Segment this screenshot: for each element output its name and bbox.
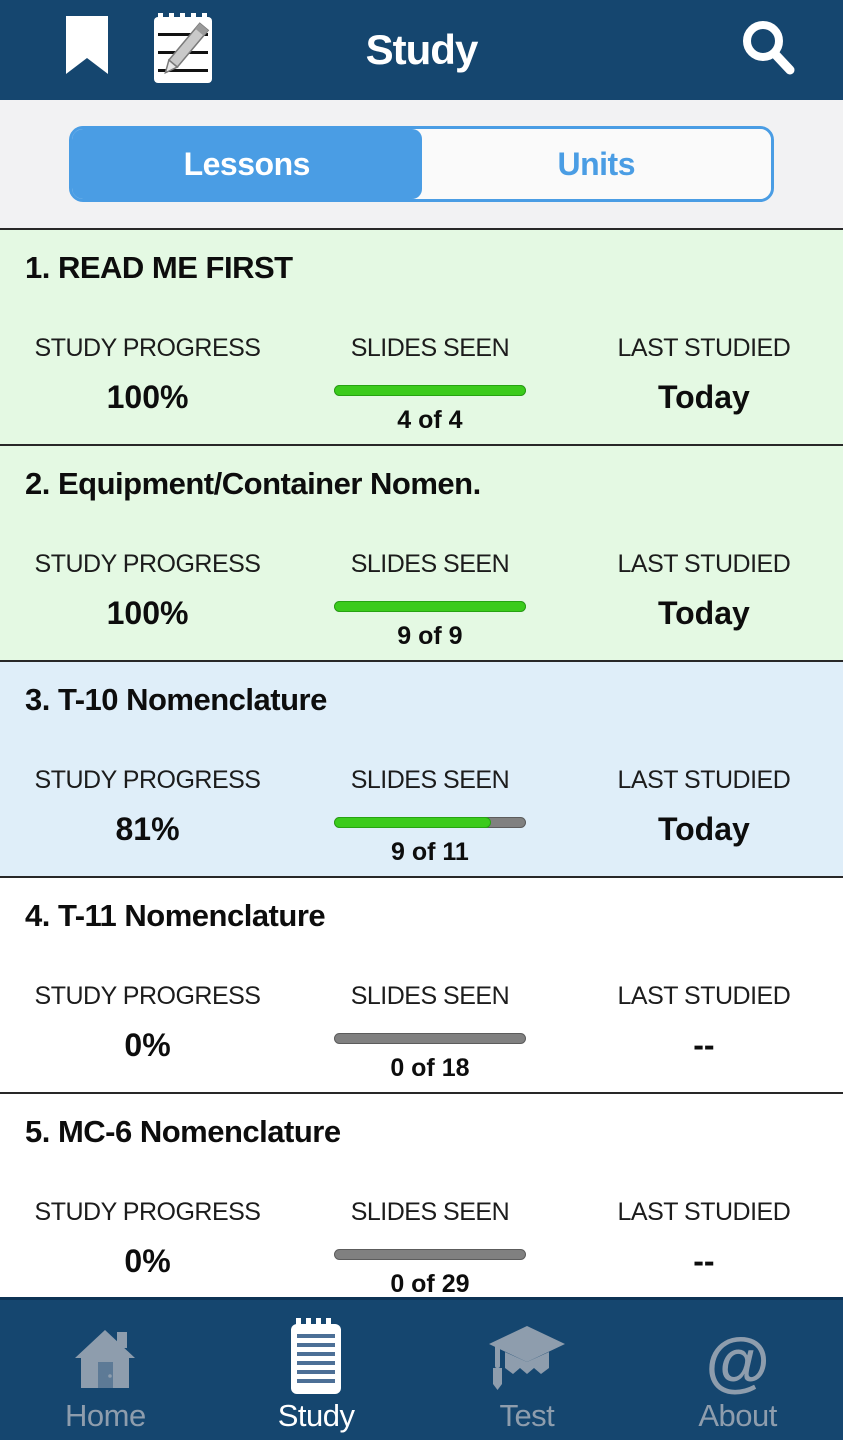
slides-progress-bar <box>333 817 526 828</box>
study-progress-value: 100% <box>106 595 189 631</box>
last-studied-header: LAST STUDIED <box>617 334 791 362</box>
search-button[interactable] <box>723 0 813 100</box>
lessons-units-toggle: Lessons Units <box>69 126 774 202</box>
segment-section: Lessons Units <box>0 100 843 228</box>
about-at-icon: @ <box>705 1324 770 1398</box>
bookmark-button[interactable] <box>52 0 122 100</box>
nav-item-study[interactable]: Study <box>211 1300 422 1440</box>
study-progress-value: 0% <box>124 1243 171 1279</box>
slides-seen-header: SLIDES SEEN <box>350 1198 510 1226</box>
study-progress-value: 81% <box>115 811 180 847</box>
study-progress-header: STUDY PROGRESS <box>34 1198 261 1226</box>
last-studied-value: -- <box>693 1243 715 1279</box>
slides-seen-header: SLIDES SEEN <box>350 982 510 1010</box>
slides-seen-value: 9 of 9 <box>397 622 463 650</box>
lesson-list: 1. READ ME FIRST STUDY PROGRESS 100% SLI… <box>0 228 843 1297</box>
study-progress-header: STUDY PROGRESS <box>34 766 261 794</box>
slides-seen-value: 4 of 4 <box>397 406 463 434</box>
lesson-row-5[interactable]: 5. MC-6 Nomenclature STUDY PROGRESS 0% S… <box>0 1092 843 1297</box>
nav-label: About <box>698 1398 777 1433</box>
slides-seen-value: 0 of 18 <box>390 1054 470 1082</box>
nav-item-test[interactable]: Test <box>422 1300 633 1440</box>
test-icon <box>485 1318 569 1396</box>
lesson-row-2[interactable]: 2. Equipment/Container Nomen. STUDY PROG… <box>0 444 843 660</box>
lesson-title: 4. T-11 Nomenclature <box>25 898 326 933</box>
lesson-row-1[interactable]: 1. READ ME FIRST STUDY PROGRESS 100% SLI… <box>0 228 843 444</box>
nav-item-home[interactable]: Home <box>0 1300 211 1440</box>
study-progress-header: STUDY PROGRESS <box>34 550 261 578</box>
last-studied-value: Today <box>657 379 750 415</box>
home-icon <box>69 1318 141 1396</box>
top-bar: Study <box>0 0 843 100</box>
study-progress-header: STUDY PROGRESS <box>34 334 261 362</box>
tab-units[interactable]: Units <box>421 129 771 199</box>
nav-label: Test <box>499 1398 555 1433</box>
study-icon <box>287 1318 345 1396</box>
notes-button[interactable] <box>138 0 228 100</box>
nav-label: Study <box>277 1398 355 1433</box>
bookmark-icon <box>64 15 110 85</box>
study-progress-value: 0% <box>124 1027 171 1063</box>
nav-item-about[interactable]: @ About <box>632 1300 843 1440</box>
notes-pencil-icon <box>150 11 216 90</box>
last-studied-value: Today <box>657 595 750 631</box>
slides-progress-bar <box>333 1249 526 1260</box>
last-studied-value: Today <box>657 811 750 847</box>
last-studied-value: -- <box>693 1027 715 1063</box>
bottom-nav: Home Study <box>0 1297 843 1440</box>
slides-seen-header: SLIDES SEEN <box>350 550 510 578</box>
last-studied-header: LAST STUDIED <box>617 982 791 1010</box>
last-studied-header: LAST STUDIED <box>617 550 791 578</box>
last-studied-header: LAST STUDIED <box>617 1198 791 1226</box>
slides-seen-header: SLIDES SEEN <box>350 334 510 362</box>
last-studied-header: LAST STUDIED <box>617 766 791 794</box>
slides-seen-value: 9 of 11 <box>391 838 469 866</box>
slides-progress-bar <box>333 385 526 396</box>
slides-seen-value: 0 of 29 <box>390 1270 470 1297</box>
search-icon <box>737 17 799 84</box>
lesson-title: 3. T-10 Nomenclature <box>25 682 327 717</box>
nav-label: Home <box>65 1398 146 1433</box>
slides-progress-bar <box>333 1033 526 1044</box>
slides-seen-header: SLIDES SEEN <box>350 766 510 794</box>
lesson-title: 2. Equipment/Container Nomen. <box>25 466 481 501</box>
study-progress-value: 100% <box>106 379 189 415</box>
study-progress-header: STUDY PROGRESS <box>34 982 261 1010</box>
lesson-row-3[interactable]: 3. T-10 Nomenclature STUDY PROGRESS 81% … <box>0 660 843 876</box>
page-title: Study <box>365 26 479 73</box>
tab-lessons[interactable]: Lessons <box>72 129 422 199</box>
slides-progress-bar <box>333 601 526 612</box>
lesson-row-4[interactable]: 4. T-11 Nomenclature STUDY PROGRESS 0% S… <box>0 876 843 1092</box>
lesson-title: 5. MC-6 Nomenclature <box>25 1114 341 1149</box>
lesson-title: 1. READ ME FIRST <box>25 250 293 285</box>
